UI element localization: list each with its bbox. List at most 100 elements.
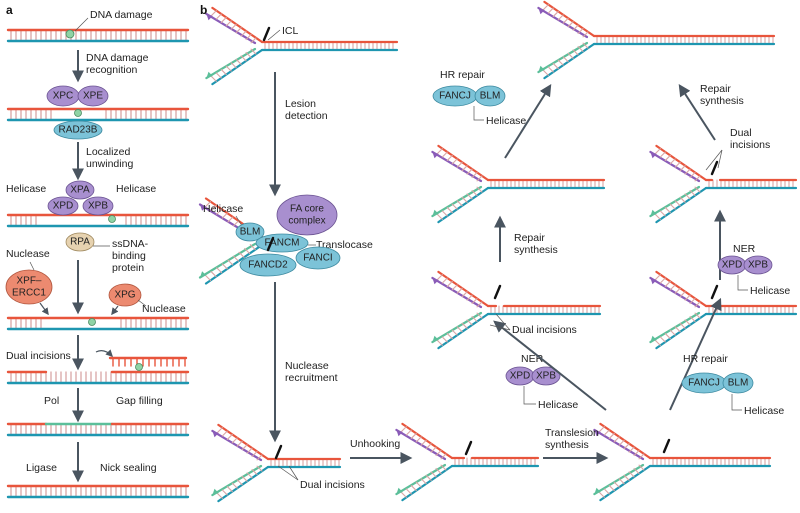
svg-text:FANCM: FANCM [265,238,300,249]
label-pol: Pol [44,395,59,407]
svg-text:XPB: XPB [748,260,768,271]
label-translesion-2: synthesis [545,439,589,451]
replication-fork [537,0,776,80]
dna-duplex [6,316,190,331]
label-unwinding-2: unwinding [86,158,133,170]
label-dual-incisions-b: Dual incisions [300,479,365,491]
svg-text:BLM: BLM [240,227,261,238]
crosslink-mark [662,438,671,454]
svg-text:XPC: XPC [53,91,74,102]
label-recognition-1: DNA damage [86,52,149,64]
fancj-top-protein: FANCJ [432,85,478,107]
label-translocase: Translocase [316,239,373,251]
label-ssdna-2: binding [112,250,146,262]
label-gap-filling: Gap filling [116,395,163,407]
crosslink-marks [262,26,719,460]
svg-text:FANCD2: FANCD2 [248,260,288,271]
dna-lesion [74,109,82,117]
svg-text:XPB: XPB [536,371,556,382]
svg-text:XPD: XPD [510,371,531,382]
crosslink-mark [710,284,719,300]
crosslink-mark [266,236,275,252]
label-ssdna-3: protein [112,262,144,274]
label-recognition-2: recognition [86,64,138,76]
label-unwinding-1: Localized [86,146,131,158]
dna-lesion [65,29,75,39]
label-dna-damage: DNA damage [90,9,153,21]
label-translesion-1: Translesion [545,427,599,439]
blm-right-protein: BLM [722,372,754,394]
label-nuclease-right: Nuclease [142,303,186,315]
label-lesion-1: Lesion [285,98,316,110]
svg-text:FANCI: FANCI [303,253,332,264]
blm-top-protein: BLM [474,85,506,107]
xpd-mid-protein: XPD [505,366,535,386]
label-repair-synth-right-1: Repair [700,83,731,95]
panel-label-a: a [6,3,13,17]
svg-text:ERCC1: ERCC1 [12,288,46,299]
label-ssdna-1: ssDNA- [112,238,149,250]
svg-text:XPE: XPE [83,91,103,102]
label-dual-incisions-mid: Dual incisions [512,324,577,336]
label-helicase-ner-right: Helicase [750,285,790,297]
replication-fork [431,270,602,350]
dna-duplex [6,213,190,228]
crosslink-mark [464,440,473,456]
xpc-protein: XPC [46,85,80,107]
replication-fork [649,144,798,224]
svg-text:FANCJ: FANCJ [688,378,720,389]
xpg-protein: XPG [108,283,142,307]
label-repair-synth-mid-1: Repair [514,232,545,244]
dna-strands-layer [6,0,798,503]
label-repair-synth-mid-2: synthesis [514,244,558,256]
dna-duplex [6,484,190,499]
label-helicase-ner-mid: Helicase [538,399,578,411]
label-hr-repair-top: HR repair [440,69,485,81]
svg-text:XPB: XPB [88,201,108,212]
panel-label-b: b [200,3,207,17]
xpa-protein: XPA [65,180,95,200]
label-nick-sealing: Nick sealing [100,462,157,474]
xpd-right-protein: XPD [717,255,747,275]
crosslink-mark [710,160,719,176]
label-nuclease-1: Nuclease [285,360,329,372]
xpb-right-protein: XPB [743,255,773,275]
svg-text:FA core: FA core [290,204,324,215]
svg-text:BLM: BLM [480,91,501,102]
svg-text:XPD: XPD [53,201,74,212]
dna-duplex [6,370,190,385]
label-dual-right-1: Dual [730,127,752,139]
label-hr-repair-right: HR repair [683,353,728,365]
crosslink-mark [262,26,271,42]
svg-text:XPF–: XPF– [16,276,41,287]
svg-text:BLM: BLM [728,378,749,389]
replication-fork [593,422,772,502]
replication-fork [205,6,399,86]
replication-fork [395,422,540,502]
fancj-right-protein: FANCJ [681,372,727,394]
excised-fragment [108,356,188,367]
svg-text:FANCJ: FANCJ [439,91,471,102]
label-lesion-2: detection [285,110,328,122]
label-repair-synth-right-2: synthesis [700,95,744,107]
dna-duplex [6,107,190,122]
svg-text:complex: complex [288,216,325,227]
label-icl: ICL [282,25,299,37]
crosslink-mark [274,444,283,460]
label-ligase: Ligase [26,462,57,474]
label-helicase-right: Helicase [116,183,156,195]
dna-duplex [6,28,190,43]
xpf-ercc1-protein: XPF– ERCC1 [5,269,53,305]
xpd-protein: XPD [47,196,79,216]
label-dual-incisions-a: Dual incisions [6,350,71,362]
label-helicase-hr-top: Helicase [486,115,526,127]
label-helicase-fa: Helicase [203,203,243,215]
label-helicase-hr-right: Helicase [744,405,784,417]
svg-text:XPD: XPD [722,260,743,271]
rad23b-protein: RAD23B [53,120,103,140]
crosslink-mark [493,284,502,300]
fanci-protein: FANCI [295,246,341,270]
svg-text:XPG: XPG [114,290,135,301]
fancm-protein: FANCM [255,233,309,253]
